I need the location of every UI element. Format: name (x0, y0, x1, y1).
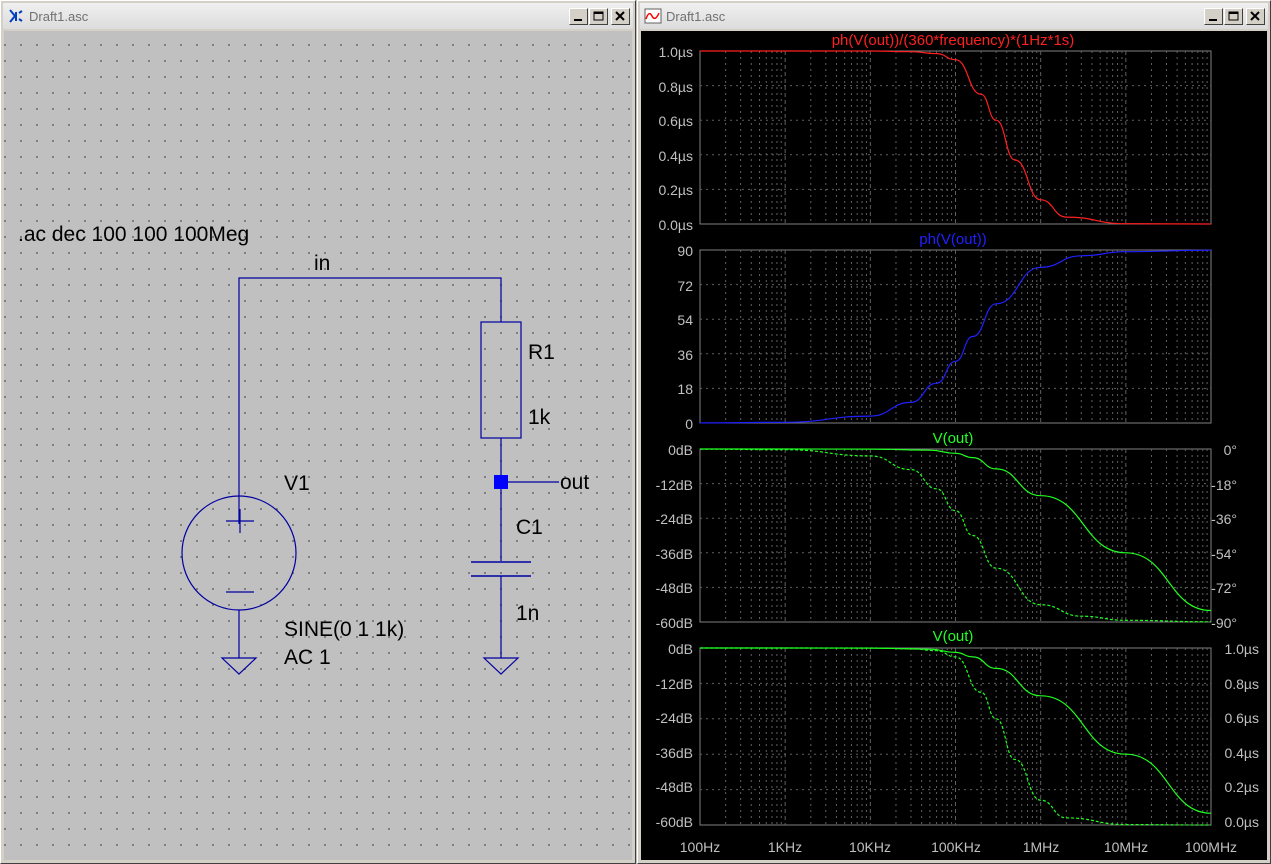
schematic-window-title: Draft1.asc (29, 9, 89, 24)
capacitor-c1 (471, 561, 531, 577)
wire-in (238, 277, 502, 498)
maximize-icon (1228, 11, 1239, 21)
waveform-plot[interactable] (641, 31, 1269, 862)
pane4-ytick: -24dB (655, 710, 693, 726)
trace-magnitude (700, 647, 1212, 814)
pane1-ytick: 0.6µs (658, 113, 693, 129)
maximize-icon (593, 11, 604, 21)
x-tick: 1MHz (1022, 839, 1060, 855)
r1-value[interactable]: 1k (528, 406, 551, 429)
pane3-ytick-right: -36° (1211, 511, 1237, 527)
pane3-ytick-right: -90° (1211, 615, 1237, 631)
pane2-trace-label[interactable]: ph(V(out)) (919, 231, 987, 248)
waveform-window: Draft1.asc ph(V(out))/(360*frequency)*(1… (637, 0, 1271, 864)
pane1-ytick: 1.0µs (658, 44, 693, 60)
waveform-window-title: Draft1.asc (666, 9, 726, 24)
minimize-button[interactable] (1204, 8, 1223, 25)
close-button[interactable] (611, 8, 630, 25)
pane3-ytick: -24dB (655, 511, 693, 527)
pane1-ytick: 0.8µs (658, 79, 693, 95)
pane1-ytick: 0.4µs (658, 148, 693, 164)
trace-phase (699, 249, 1212, 424)
pane3-ytick: -12dB (655, 477, 693, 493)
v1-value-line1[interactable]: SINE(0 1 1k) (284, 618, 405, 641)
trace-magnitude (700, 448, 1212, 612)
pane3-ytick-right: -54° (1211, 546, 1237, 562)
waveform-titlebar[interactable]: Draft1.asc (640, 3, 1268, 29)
close-icon (1250, 11, 1260, 21)
pane3-trace-label[interactable]: V(out) (932, 430, 974, 447)
junction-dot (494, 475, 508, 489)
ground-c1 (482, 657, 520, 675)
pane3-ytick-right: 0° (1223, 442, 1237, 458)
pane3-ytick: -48dB (655, 580, 693, 596)
x-tick: 100MHz (1184, 839, 1238, 855)
close-icon (615, 11, 625, 21)
x-tick: 10KHz (848, 839, 892, 855)
pane2-ytick: 0 (685, 416, 693, 432)
resistor-r1 (480, 321, 522, 439)
trace-group-delay (700, 50, 1212, 225)
x-tick: 10MHz (1103, 839, 1149, 855)
schematic-drawing (181, 277, 559, 675)
pane4-ytick-right: 0.8µs (1224, 676, 1259, 692)
pane4-trace-label[interactable]: V(out) (932, 628, 974, 645)
ground-v1 (220, 657, 258, 675)
x-tick: 1KHz (767, 839, 803, 855)
v1-plus-sign (226, 509, 254, 533)
pane4-ytick-right: 1.0µs (1224, 641, 1259, 657)
pane2-ytick: 54 (677, 312, 693, 328)
pane2-ytick: 18 (677, 381, 693, 397)
schematic-canvas[interactable]: .ac dec 100 100 100Meg in out R1 1k C1 1… (4, 31, 632, 860)
pane1-trace-label[interactable]: ph(V(out))/(360*frequency)*(1Hz*1s) (831, 32, 1075, 49)
v1-value-line2[interactable]: AC 1 (284, 646, 331, 669)
pane4-ytick: -48dB (655, 779, 693, 795)
pane1-ytick: 0.2µs (658, 182, 693, 198)
pane4-ytick: -12dB (655, 676, 693, 692)
minimize-button[interactable] (569, 8, 588, 25)
pane2-ytick: 90 (677, 243, 693, 259)
pane4-ytick: -60dB (655, 814, 693, 830)
minimize-icon (574, 19, 582, 21)
x-tick: 100KHz (931, 839, 981, 855)
v1-name[interactable]: V1 (284, 472, 310, 495)
pane1-ytick: 0.0µs (658, 217, 693, 233)
r1-name[interactable]: R1 (528, 341, 555, 364)
pane4-ytick-right: 0.2µs (1224, 779, 1259, 795)
pane2-ytick: 36 (677, 347, 693, 363)
net-label-out[interactable]: out (560, 471, 590, 494)
pane2-ytick: 72 (677, 278, 693, 294)
pane4-ytick-right: 0.6µs (1224, 710, 1259, 726)
schematic-titlebar[interactable]: Draft1.asc (3, 3, 633, 29)
ltspice-schematic-icon (9, 9, 23, 23)
x-tick: 100Hz (679, 839, 721, 855)
schematic-window: Draft1.asc (0, 0, 636, 864)
pane4-ytick: -36dB (655, 745, 693, 761)
waveform-area[interactable]: ph(V(out))/(360*frequency)*(1Hz*1s) ph(V… (641, 31, 1267, 860)
pane3-ytick: -36dB (655, 546, 693, 562)
c1-value[interactable]: 1n (516, 602, 540, 625)
waveform-icon (644, 8, 662, 24)
pane4-ytick-right: 0.0µs (1224, 814, 1259, 830)
c1-name[interactable]: C1 (516, 516, 543, 539)
maximize-button[interactable] (589, 8, 608, 25)
pane3-ytick-right: -72° (1211, 580, 1237, 596)
pane4-ytick-right: 0.4µs (1224, 745, 1259, 761)
minimize-icon (1209, 19, 1217, 21)
net-label-in[interactable]: in (314, 252, 331, 275)
trace-group-delay-dashed (700, 647, 1212, 826)
pane3-ytick: -60dB (655, 615, 693, 631)
pane3-ytick: 0dB (668, 442, 693, 458)
spice-directive[interactable]: .ac dec 100 100 100Meg (18, 223, 250, 246)
pane4-ytick: 0dB (668, 641, 693, 657)
maximize-button[interactable] (1224, 8, 1243, 25)
pane3-ytick-right: -18° (1211, 477, 1237, 493)
close-button[interactable] (1246, 8, 1265, 25)
